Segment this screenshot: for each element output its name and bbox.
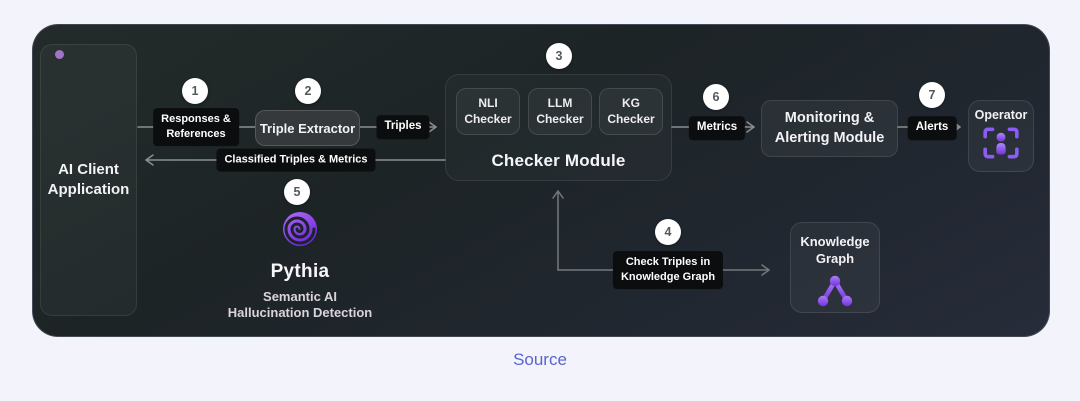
step-badge-5: 5 (284, 179, 310, 205)
step-badge-2: 2 (295, 78, 321, 104)
operator-node: Operator (968, 100, 1034, 172)
nli-checker-line1: NLI (478, 95, 498, 110)
operator-scan-icon (983, 127, 1019, 159)
step-badge-3: 3 (546, 43, 572, 69)
step-badge-1: 1 (182, 78, 208, 104)
responses-label-line1: Responses & (161, 113, 231, 126)
checker-module-node: NLI Checker LLM Checker KG Checker Check… (445, 74, 672, 181)
status-dot (55, 50, 64, 59)
llm-checker-line1: LLM (547, 95, 573, 110)
kg-checker-line2: Checker (607, 111, 655, 126)
knowledge-graph-line2: Graph (815, 250, 855, 266)
ai-client-label: AI Client Application (48, 160, 130, 201)
ai-client-node: AI Client Application (40, 44, 137, 316)
pythia-name: Pythia (270, 261, 330, 282)
monitoring-line1: Monitoring & (784, 109, 875, 126)
triples-label: Triples (376, 115, 430, 139)
kg-checker-line1: KG (622, 95, 640, 110)
monitoring-alerting-node: Monitoring & Alerting Module (761, 100, 898, 157)
knowledge-graph-line1: Knowledge (800, 234, 870, 249)
nli-checker-node: NLI Checker (456, 88, 520, 135)
check-triples-line2: Knowledge Graph (620, 271, 716, 283)
knowledge-graph-node: Knowledge Graph (790, 222, 880, 313)
pythia-tagline: Semantic AI Hallucination Detection (185, 289, 415, 321)
ai-client-label-line2: Application (47, 181, 130, 198)
pythia-logo: Pythia Semantic AI Hallucination Detecti… (185, 209, 415, 321)
triple-extractor-node: Triple Extractor (255, 110, 360, 146)
responses-label-line2: References (166, 128, 226, 140)
source-link[interactable]: Source (513, 350, 567, 369)
diagram-panel (32, 24, 1050, 337)
ai-client-label-line1: AI Client (58, 160, 119, 178)
alerts-label: Alerts (907, 116, 957, 140)
knowledge-graph-network-icon (817, 275, 853, 306)
llm-checker-line2: Checker (536, 111, 584, 126)
operator-label: Operator (974, 108, 1028, 122)
step-badge-4: 4 (655, 219, 681, 245)
llm-checker-node: LLM Checker (528, 88, 592, 135)
step-badge-7: 7 (919, 82, 945, 108)
kg-checker-node: KG Checker (599, 88, 663, 135)
classified-triples-label: Classified Triples & Metrics (216, 148, 376, 172)
check-triples-label: Check Triples in Knowledge Graph (612, 251, 724, 289)
pythia-tagline-line2: Hallucination Detection (227, 305, 373, 320)
metrics-label: Metrics (688, 116, 746, 140)
pythia-tagline-line1: Semantic AI (263, 289, 337, 304)
nli-checker-line2: Checker (464, 111, 512, 126)
monitoring-line2: Alerting Module (774, 129, 885, 146)
responses-references-label: Responses & References (153, 108, 239, 146)
check-triples-line1: Check Triples in (625, 256, 711, 269)
checker-module-title: Checker Module (491, 151, 626, 170)
step-badge-6: 6 (703, 84, 729, 110)
pythia-spiral-icon (283, 212, 317, 246)
